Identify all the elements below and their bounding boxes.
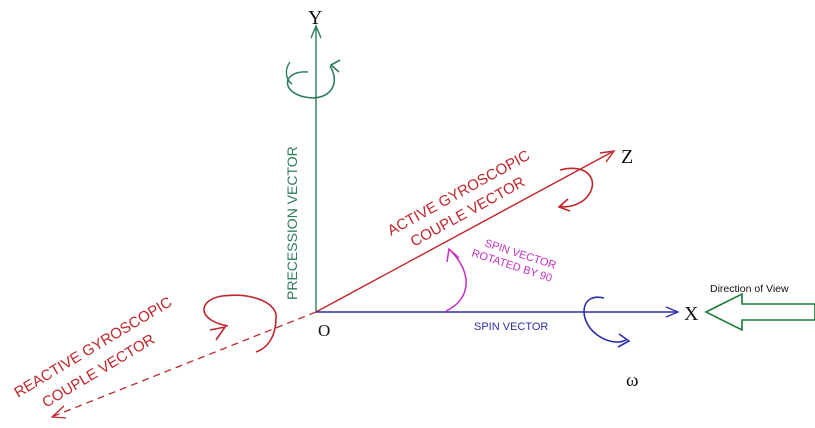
z-axis-label: Z [621,146,633,168]
z-axis-line [315,151,613,313]
precession-rotation-arrowhead [329,59,341,73]
active-couple-rotation-arrowhead [557,198,571,212]
direction-of-view-label: Direction of View [710,283,789,295]
y-axis-label: Y [308,7,322,29]
origin-label: O [318,321,330,340]
reactive-couple-arrowhead [50,405,67,419]
spin-rotation-arc-arrowhead [446,247,460,263]
direction-of-view-arrow-icon [704,292,815,332]
precession-rotation-tail [285,61,293,85]
reactive-couple-rotation-arrowhead [209,325,227,341]
x-axis-label: X [684,303,699,325]
x-axis-arrowhead [665,306,680,318]
precession-vector-label: PRECESSION VECTOR [284,146,300,300]
reactive-couple-rotation-tail [255,317,277,353]
spin-rotation-icon [583,296,627,343]
precession-rotation-icon [286,65,336,99]
z-axis-arrowhead [599,150,616,163]
spin-rotation-arc [445,249,467,312]
active-couple-rotation-icon [559,167,594,208]
y-axis-arrowhead [310,24,322,39]
reactive-couple-rotation-icon [203,294,277,327]
reactive-couple-axis [53,311,317,417]
omega-label: ω [626,370,639,391]
spin-vector-label: SPIN VECTOR [474,321,548,333]
spin-rotation-arrowhead [617,333,631,348]
